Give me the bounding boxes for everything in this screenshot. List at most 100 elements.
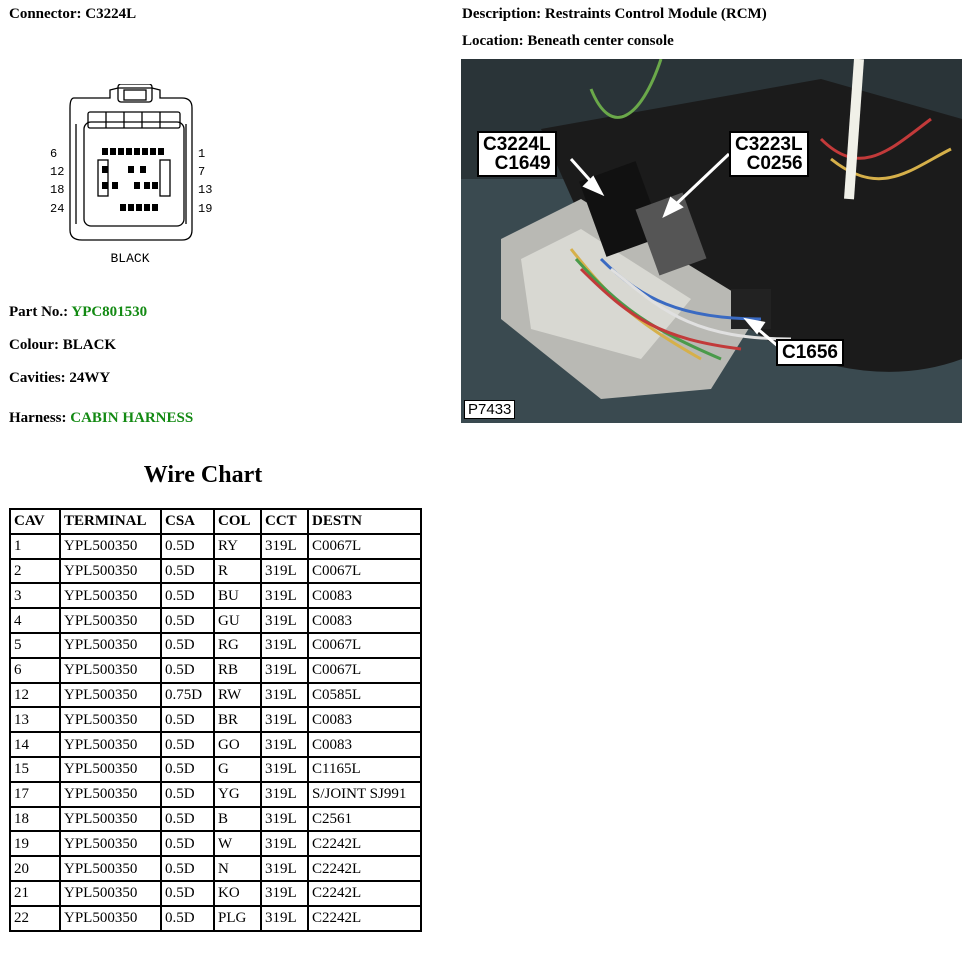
table-cell-col: B xyxy=(213,805,262,833)
pin-label-right-1: 1 xyxy=(198,147,205,161)
harness-label: Harness: xyxy=(9,410,67,426)
table-cell-terminal: YPL500350 xyxy=(59,731,162,758)
table-cell-csa: 0.5D xyxy=(160,706,215,734)
description-value: Restraints Control Module (RCM) xyxy=(544,6,767,22)
table-cell-col: RY xyxy=(213,532,262,560)
table-cell-col: KO xyxy=(213,879,262,907)
callout-c1656: C1656 xyxy=(776,339,844,366)
harness-link[interactable]: CABIN HARNESS xyxy=(70,410,194,426)
connector-face-diagram: 6 12 18 24 1 7 13 19 BLACK xyxy=(50,84,212,266)
pin-label-right-2: 7 xyxy=(198,165,205,179)
table-cell-cct: 319L xyxy=(260,830,309,858)
table-cell-cav: 1 xyxy=(9,532,61,560)
table-cell-terminal: YPL500350 xyxy=(59,582,162,610)
table-cell-cav: 2 xyxy=(9,557,61,585)
table-cell-terminal: YPL500350 xyxy=(59,607,162,634)
wire-chart-header-terminal: TERMINAL xyxy=(59,508,162,535)
table-cell-terminal: YPL500350 xyxy=(59,830,162,858)
description-line: Description: Restraints Control Module (… xyxy=(462,6,767,23)
table-cell-cav: 6 xyxy=(9,656,61,684)
wire-chart-header-cav: CAV xyxy=(9,508,61,535)
table-cell-csa: 0.5D xyxy=(160,607,215,634)
table-cell-col: YG xyxy=(213,780,262,808)
table-cell-col: GU xyxy=(213,607,262,634)
table-cell-col: RW xyxy=(213,681,262,709)
callout-c3223l-line2: C0256 xyxy=(746,153,803,174)
table-cell-destn: C1165L xyxy=(307,755,422,783)
callout-c3223l: C3223L C0256 xyxy=(729,131,809,177)
table-cell-destn: C0083 xyxy=(307,731,422,758)
table-cell-terminal: YPL500350 xyxy=(59,557,162,585)
pin-label-left-2: 12 xyxy=(50,165,64,179)
table-cell-csa: 0.5D xyxy=(160,755,215,783)
connector-id: C3224L xyxy=(85,6,137,22)
colour-value: BLACK xyxy=(62,337,117,353)
table-cell-cav: 3 xyxy=(9,582,61,610)
table-cell-destn: C0083 xyxy=(307,607,422,634)
callout-c3223l-line1: C3223L xyxy=(735,134,803,155)
wire-chart-header-destn: DESTN xyxy=(307,508,422,535)
table-cell-destn: C0067L xyxy=(307,656,422,684)
table-cell-cct: 319L xyxy=(260,780,309,808)
wire-chart-header-csa: CSA xyxy=(160,508,215,535)
location-value: Beneath center console xyxy=(527,33,674,49)
table-cell-cav: 20 xyxy=(9,855,61,882)
table-cell-terminal: YPL500350 xyxy=(59,904,162,932)
table-cell-col: PLG xyxy=(213,904,262,932)
part-no-link[interactable]: YPC801530 xyxy=(71,304,148,320)
table-cell-cav: 18 xyxy=(9,805,61,833)
pin-label-left-1: 6 xyxy=(50,147,57,161)
table-cell-col: BU xyxy=(213,582,262,610)
part-no-line: Part No.: YPC801530 xyxy=(9,304,147,321)
table-cell-destn: C2242L xyxy=(307,855,422,882)
table-cell-col: RG xyxy=(213,631,262,659)
table-cell-cct: 319L xyxy=(260,582,309,610)
wire-chart-title: Wire Chart xyxy=(143,462,263,488)
table-cell-terminal: YPL500350 xyxy=(59,706,162,734)
pin-label-left-4: 24 xyxy=(50,202,64,216)
table-cell-csa: 0.5D xyxy=(160,805,215,833)
table-cell-cct: 319L xyxy=(260,805,309,833)
table-cell-cct: 319L xyxy=(260,904,309,932)
callout-c3224l-line1: C3224L xyxy=(483,134,551,155)
harness-line: Harness: CABIN HARNESS xyxy=(9,410,193,427)
table-cell-destn: C2242L xyxy=(307,904,422,932)
table-cell-cav: 21 xyxy=(9,879,61,907)
table-cell-cct: 319L xyxy=(260,879,309,907)
table-cell-terminal: YPL500350 xyxy=(59,656,162,684)
table-cell-destn: C0067L xyxy=(307,631,422,659)
table-cell-cav: 5 xyxy=(9,631,61,659)
wire-chart-header-col: COL xyxy=(213,508,262,535)
table-cell-cav: 12 xyxy=(9,681,61,709)
table-cell-terminal: YPL500350 xyxy=(59,532,162,560)
connector-color-label: BLACK xyxy=(110,251,149,266)
table-cell-cct: 319L xyxy=(260,607,309,634)
photo-illustration xyxy=(461,59,962,423)
table-cell-cav: 17 xyxy=(9,780,61,808)
callout-c3224l: C3224L C1649 xyxy=(477,131,557,177)
wire-chart-header-cct: CCT xyxy=(260,508,309,535)
table-cell-csa: 0.5D xyxy=(160,631,215,659)
table-cell-cav: 4 xyxy=(9,607,61,634)
table-cell-destn: C0083 xyxy=(307,582,422,610)
table-cell-cav: 15 xyxy=(9,755,61,783)
photo-id: P7433 xyxy=(464,400,516,419)
location-line: Location: Beneath center console xyxy=(462,33,674,50)
colour-line: Colour: BLACK xyxy=(9,337,116,354)
table-cell-col: W xyxy=(213,830,262,858)
table-cell-col: RB xyxy=(213,656,262,684)
table-cell-csa: 0.5D xyxy=(160,557,215,585)
table-cell-cct: 319L xyxy=(260,706,309,734)
